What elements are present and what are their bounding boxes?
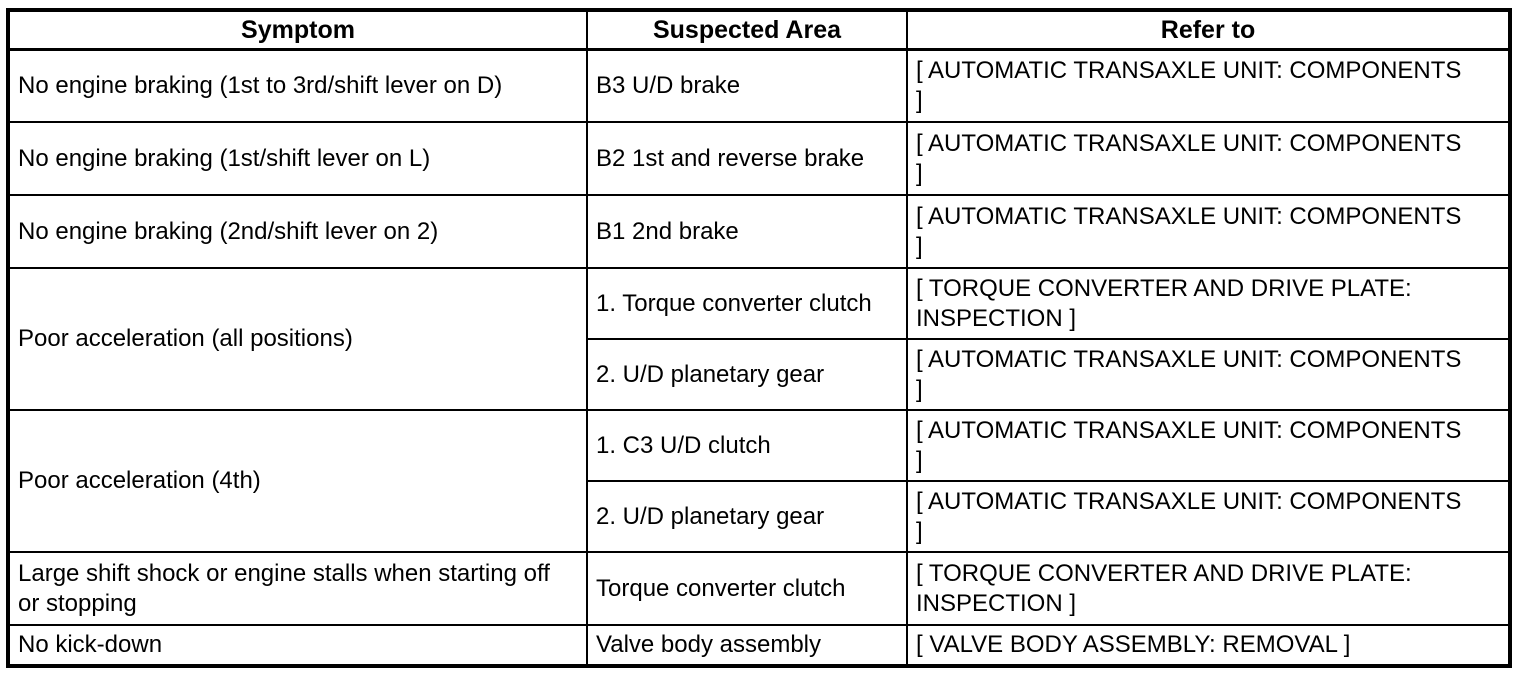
- column-header-refer-to: Refer to: [906, 9, 1511, 51]
- symptom-cell: No engine braking (1st/shift lever on L): [7, 121, 588, 196]
- table-subrow: 2. U/D planetary gear [ AUTOMATIC TRANSA…: [8, 338, 1511, 411]
- symptom-cell: Large shift shock or engine stalls when …: [7, 551, 588, 626]
- refer-to-link[interactable]: [ AUTOMATIC TRANSAXLE UNIT: COMPONENTS ]: [906, 409, 1511, 482]
- table-row: No engine braking (1st/shift lever on L)…: [7, 121, 1511, 196]
- symptom-cell: No engine braking (2nd/shift lever on 2): [7, 194, 588, 269]
- table-row: Poor acceleration (all positions) 1. Tor…: [7, 267, 1511, 411]
- refer-to-link[interactable]: [ TORQUE CONVERTER AND DRIVE PLATE: INSP…: [906, 551, 1511, 626]
- refer-to-link[interactable]: [ AUTOMATIC TRANSAXLE UNIT: COMPONENTS ]: [906, 194, 1511, 269]
- column-header-symptom: Symptom: [7, 9, 588, 51]
- table-subrow: 2. U/D planetary gear [ AUTOMATIC TRANSA…: [8, 480, 1511, 553]
- table-row: No kick-down Valve body assembly [ VALVE…: [7, 624, 1511, 667]
- suspected-area-cell: Torque converter clutch: [586, 551, 908, 626]
- refer-to-link[interactable]: [ AUTOMATIC TRANSAXLE UNIT: COMPONENTS ]: [906, 338, 1511, 411]
- symptom-diagnosis-table: Symptom Suspected Area Refer to No engin…: [6, 8, 1512, 668]
- refer-to-link[interactable]: [ VALVE BODY ASSEMBLY: REMOVAL ]: [906, 624, 1511, 667]
- suspected-area-cell: 1. C3 U/D clutch: [586, 409, 908, 482]
- symptom-cell: No kick-down: [7, 624, 588, 667]
- header-row: Symptom Suspected Area Refer to: [7, 9, 1511, 51]
- symptom-cell: No engine braking (1st to 3rd/shift leve…: [7, 48, 588, 123]
- suspected-area-cell: 2. U/D planetary gear: [586, 480, 908, 553]
- symptom-cell: Poor acceleration (4th): [7, 409, 588, 553]
- table-row: Large shift shock or engine stalls when …: [7, 551, 1511, 626]
- suspected-area-cell: B1 2nd brake: [586, 194, 908, 269]
- refer-to-link[interactable]: [ AUTOMATIC TRANSAXLE UNIT: COMPONENTS ]: [906, 480, 1511, 553]
- suspected-area-cell: 2. U/D planetary gear: [586, 338, 908, 411]
- refer-to-link[interactable]: [ AUTOMATIC TRANSAXLE UNIT: COMPONENTS ]: [906, 48, 1511, 123]
- refer-to-link[interactable]: [ TORQUE CONVERTER AND DRIVE PLATE: INSP…: [906, 267, 1511, 340]
- column-header-suspected-area: Suspected Area: [586, 9, 908, 51]
- refer-to-link[interactable]: [ AUTOMATIC TRANSAXLE UNIT: COMPONENTS ]: [906, 121, 1511, 196]
- table-row: No engine braking (1st to 3rd/shift leve…: [7, 48, 1511, 123]
- suspected-area-cell: 1. Torque converter clutch: [586, 267, 908, 340]
- table-row: No engine braking (2nd/shift lever on 2)…: [7, 194, 1511, 269]
- suspected-area-cell: B2 1st and reverse brake: [586, 121, 908, 196]
- table-row: Poor acceleration (4th) 1. C3 U/D clutch…: [7, 409, 1511, 553]
- suspected-area-cell: B3 U/D brake: [586, 48, 908, 123]
- suspected-area-cell: Valve body assembly: [586, 624, 908, 667]
- symptom-cell: Poor acceleration (all positions): [7, 267, 588, 411]
